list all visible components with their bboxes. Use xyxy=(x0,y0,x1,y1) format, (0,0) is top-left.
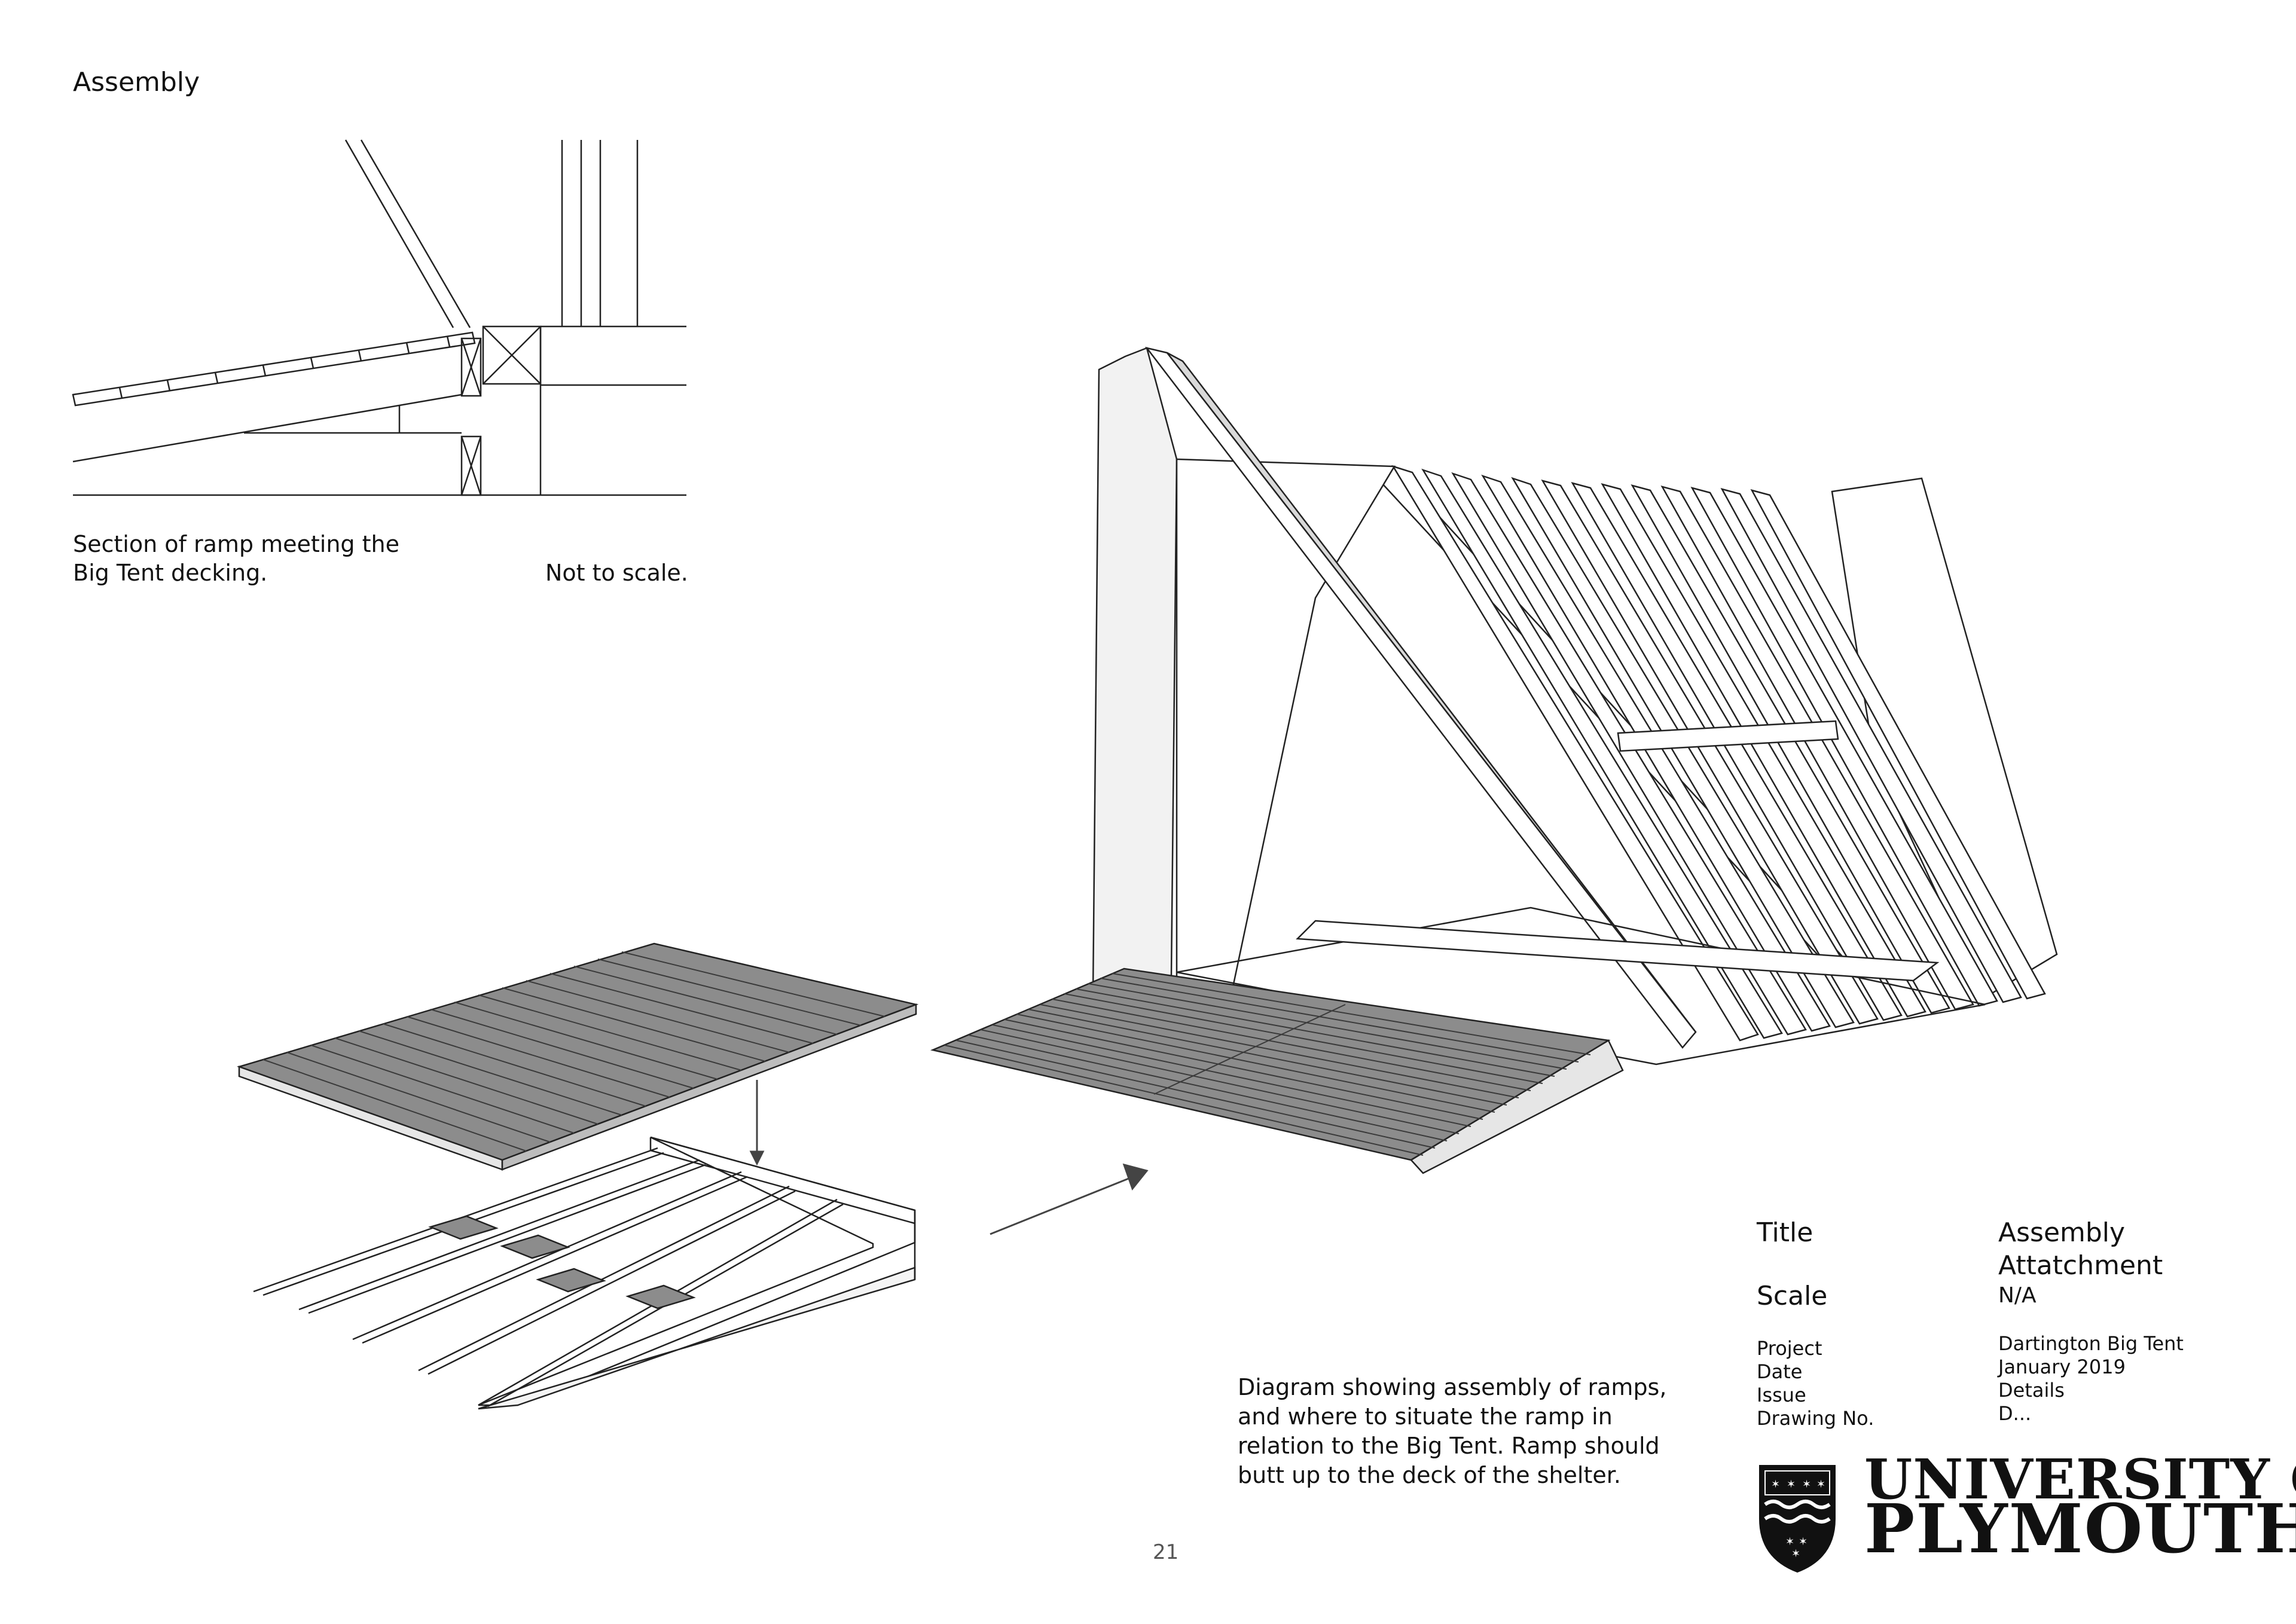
assembly-description-line: relation to the Big Tent. Ramp should xyxy=(1238,1433,1660,1459)
university-name-line2: PLYMOUTH xyxy=(1864,1490,2296,1568)
title-label: Title xyxy=(1757,1217,1813,1248)
ramp-section-detail xyxy=(72,139,686,496)
ramp-wedge-frame xyxy=(253,1136,916,1410)
not-to-scale-note: Not to scale. xyxy=(545,560,688,586)
section-caption: Section of ramp meeting the Big Tent dec… xyxy=(73,530,399,587)
project-value: Dartington Big Tent xyxy=(1998,1332,2184,1355)
down-arrow-icon xyxy=(749,1080,765,1166)
meta-values: Dartington Big Tent January 2019 Details… xyxy=(1998,1332,2184,1425)
assembly-description: Diagram showing assembly of ramps, and w… xyxy=(1238,1373,1666,1490)
university-name: UNIVERSITY OF PLYMOUTH xyxy=(1864,1447,2296,1568)
title-value-line: Attatchment xyxy=(1998,1250,2163,1281)
assembly-description-line: butt up to the deck of the shelter. xyxy=(1238,1462,1621,1488)
issue-value: Details xyxy=(1998,1379,2065,1402)
section-caption-line: Big Tent decking. xyxy=(73,560,268,586)
date-value: January 2019 xyxy=(1998,1356,2126,1378)
university-name-line1: UNIVERSITY OF xyxy=(1864,1447,2296,1512)
assembly-description-line: and where to situate the ramp in xyxy=(1238,1403,1613,1430)
scale-label: Scale xyxy=(1757,1281,1828,1311)
big-tent-assembly xyxy=(930,346,2058,1174)
title-value-line: Assembly xyxy=(1998,1217,2126,1248)
assembly-description-line: Diagram showing assembly of ramps, xyxy=(1238,1374,1667,1400)
issue-label: Issue xyxy=(1757,1384,1806,1406)
section-caption-line: Section of ramp meeting the xyxy=(73,531,399,557)
page-number: 21 xyxy=(1153,1540,1179,1564)
drawing-no-value: D... xyxy=(1998,1402,2032,1425)
meta-labels: Project Date Issue Drawing No. xyxy=(1757,1337,1874,1430)
ramp-decking-panel xyxy=(236,942,919,1171)
page-heading: Assembly xyxy=(73,67,200,97)
drawing-no-label: Drawing No. xyxy=(1757,1407,1874,1430)
project-label: Project xyxy=(1757,1337,1822,1360)
right-arrow-icon xyxy=(990,1163,1149,1235)
title-value: Assembly Attatchment xyxy=(1998,1216,2163,1282)
scale-value: N/A xyxy=(1998,1283,2037,1308)
date-label: Date xyxy=(1757,1360,1803,1383)
